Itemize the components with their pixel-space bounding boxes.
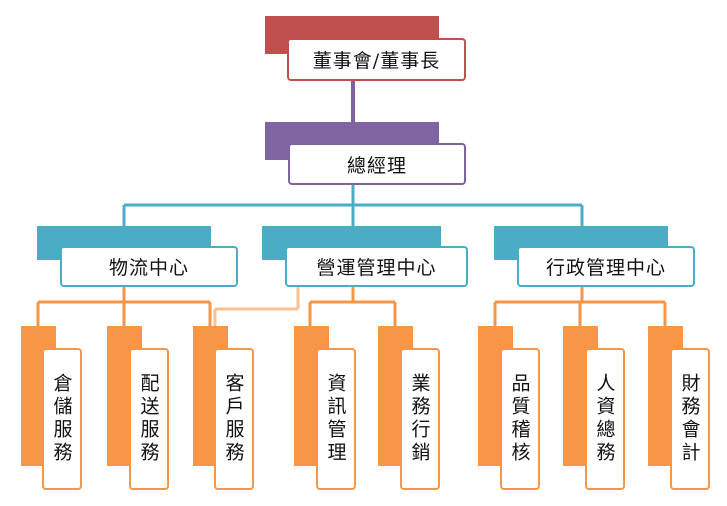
dept-it-node: 資訊管理 xyxy=(316,348,356,490)
dept-delivery-node: 配送服務 xyxy=(129,348,169,490)
dept-finance-node: 財務會計 xyxy=(670,348,710,490)
logistics-center-node: 物流中心 xyxy=(60,246,238,287)
operations-center-node: 營運管理中心 xyxy=(285,246,468,287)
dept-sales-node: 業務行銷 xyxy=(400,348,440,490)
connector-gm-centers xyxy=(122,184,584,226)
dept-quality-node: 品質稽核 xyxy=(500,348,540,490)
dept-warehousing-node: 倉儲服務 xyxy=(42,348,82,490)
board-node: 董事會/董事長 xyxy=(287,38,466,81)
connector-ops-customer xyxy=(213,286,300,326)
dept-hr-node: 人資總務 xyxy=(585,348,625,490)
connector-admin-depts xyxy=(493,286,667,326)
dept-customer-service-node: 客戶服務 xyxy=(214,348,254,490)
gm-node: 總經理 xyxy=(288,143,466,185)
admin-center-node: 行政管理中心 xyxy=(517,246,695,287)
connector-logistics-depts xyxy=(36,286,212,326)
connector-ops-depts xyxy=(308,286,397,326)
